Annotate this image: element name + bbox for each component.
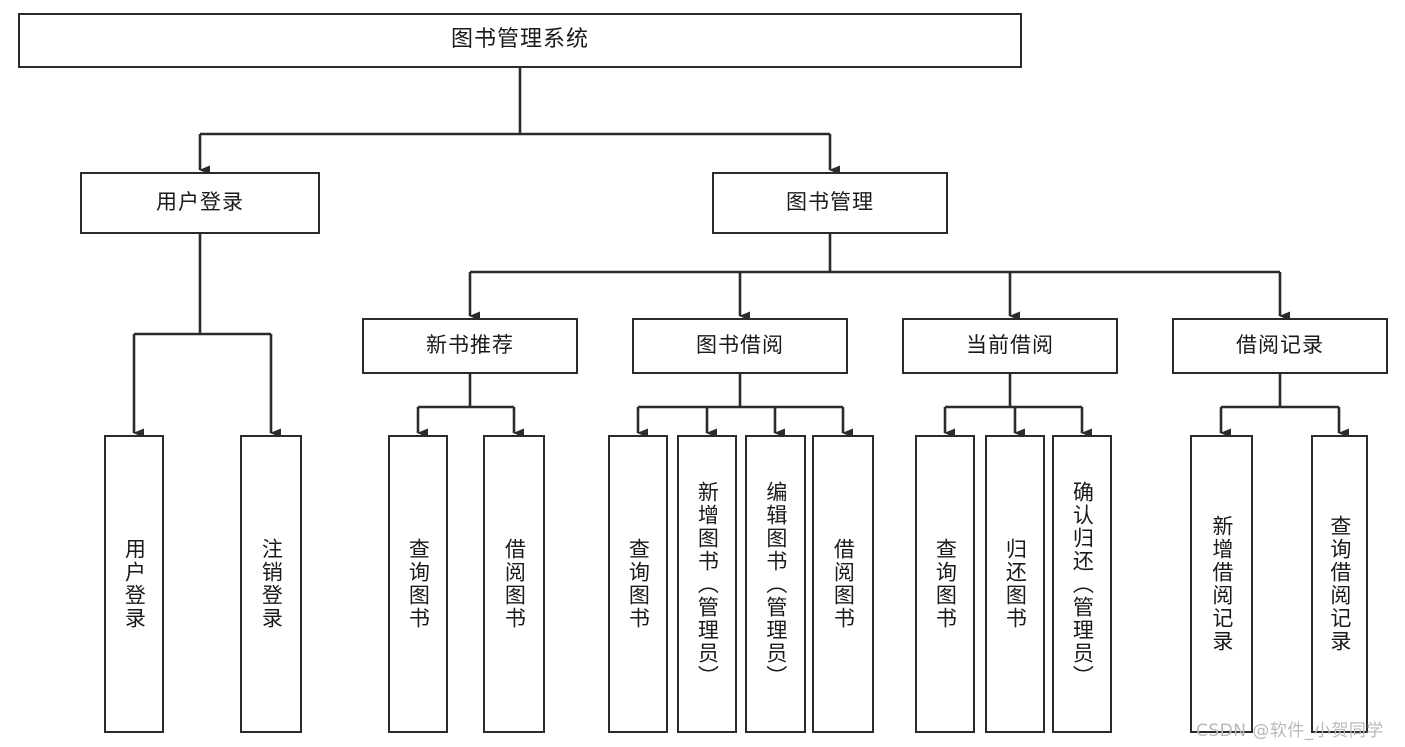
node-leaf-5-新增图书（管理员）-label: 新增图书（管理员） [695,480,720,688]
node-leaf-12-查询借阅记录-label: 查询借阅记录 [1327,515,1352,653]
node-root-图书管理系统[interactable]: 图书管理系统 [18,13,1022,68]
node-leaf-8-查询图书-label: 查询图书 [933,538,958,630]
node-leaf-1-注销登录[interactable]: 注销登录 [240,435,302,733]
node-level3-借阅记录[interactable]: 借阅记录 [1172,318,1388,374]
node-leaf-10-确认归还（管理员）[interactable]: 确认归还（管理员） [1052,435,1112,733]
node-level3-图书借阅-label: 图书借阅 [696,333,784,358]
node-leaf-11-新增借阅记录-label: 新增借阅记录 [1209,515,1234,653]
node-leaf-4-查询图书-label: 查询图书 [626,538,651,630]
node-leaf-6-编辑图书（管理员）-label: 编辑图书（管理员） [763,480,788,688]
node-leaf-3-借阅图书-label: 借阅图书 [502,538,527,630]
node-level2-图书管理[interactable]: 图书管理 [712,172,948,234]
node-root-图书管理系统-label: 图书管理系统 [450,27,589,53]
node-level3-当前借阅-label: 当前借阅 [966,333,1054,358]
node-leaf-0-用户登录-label: 用户登录 [122,538,147,630]
node-level3-新书推荐[interactable]: 新书推荐 [362,318,578,374]
node-level2-用户登录[interactable]: 用户登录 [80,172,320,234]
node-leaf-3-借阅图书[interactable]: 借阅图书 [483,435,545,733]
node-level3-图书借阅[interactable]: 图书借阅 [632,318,848,374]
node-leaf-5-新增图书（管理员）[interactable]: 新增图书（管理员） [677,435,737,733]
node-leaf-8-查询图书[interactable]: 查询图书 [915,435,975,733]
node-leaf-0-用户登录[interactable]: 用户登录 [104,435,164,733]
node-leaf-7-借阅图书[interactable]: 借阅图书 [812,435,874,733]
node-leaf-2-查询图书[interactable]: 查询图书 [388,435,448,733]
node-leaf-7-借阅图书-label: 借阅图书 [831,538,856,630]
node-level2-用户登录-label: 用户登录 [156,190,244,215]
node-leaf-12-查询借阅记录[interactable]: 查询借阅记录 [1311,435,1368,733]
node-level3-借阅记录-label: 借阅记录 [1236,333,1324,358]
node-leaf-4-查询图书[interactable]: 查询图书 [608,435,668,733]
node-leaf-10-确认归还（管理员）-label: 确认归还（管理员） [1070,480,1095,688]
node-leaf-6-编辑图书（管理员）[interactable]: 编辑图书（管理员） [745,435,806,733]
node-leaf-1-注销登录-label: 注销登录 [259,538,284,630]
node-level3-当前借阅[interactable]: 当前借阅 [902,318,1118,374]
csdn-watermark: CSDN @软件_小贺同学 [1196,721,1384,741]
node-leaf-11-新增借阅记录[interactable]: 新增借阅记录 [1190,435,1253,733]
node-level3-新书推荐-label: 新书推荐 [426,333,514,358]
node-leaf-9-归还图书-label: 归还图书 [1003,538,1028,630]
node-leaf-9-归还图书[interactable]: 归还图书 [985,435,1045,733]
node-level2-图书管理-label: 图书管理 [786,190,874,215]
node-leaf-2-查询图书-label: 查询图书 [406,538,431,630]
